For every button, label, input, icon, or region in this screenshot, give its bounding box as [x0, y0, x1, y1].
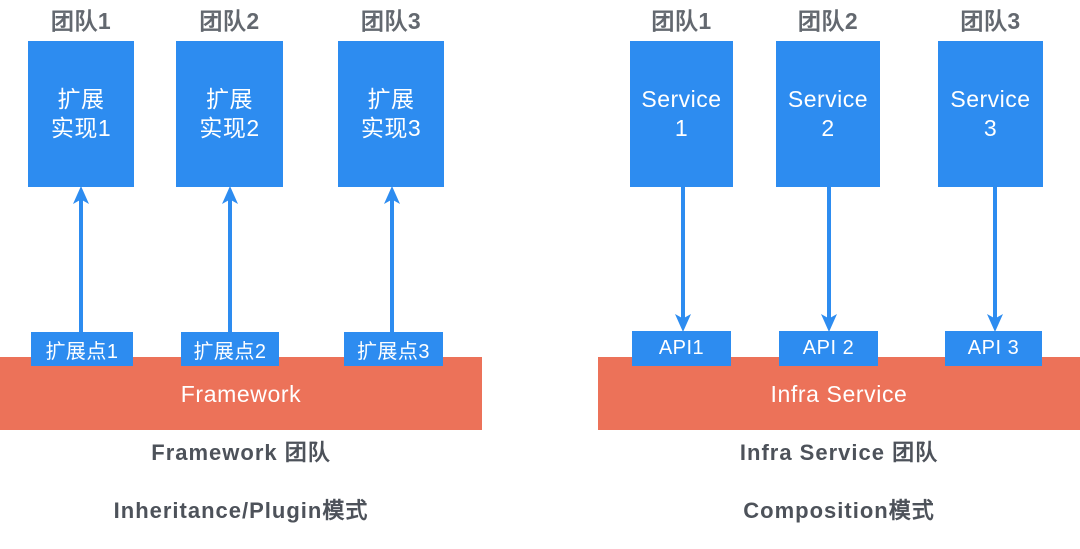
- api-tag-3[interactable]: API 3: [945, 331, 1042, 366]
- service-box-2[interactable]: Service 2: [776, 41, 880, 187]
- service-box-1[interactable]: Service 1: [630, 41, 733, 187]
- framework-bar-label: Framework: [180, 381, 302, 407]
- extension-impl-box-1-line1: 扩展: [57, 85, 105, 112]
- inheritance-plugin-mode-caption: Inheritance/Plugin模式: [113, 498, 369, 523]
- extension-point-tag-2[interactable]: 扩展点2: [181, 332, 279, 366]
- service-box-1-line2: 1: [674, 115, 689, 141]
- service-box-3-line2: 3: [983, 115, 998, 141]
- left-team-label-2: 团队2: [199, 8, 260, 34]
- right-team-label-1: 团队1: [651, 8, 712, 34]
- right-team-label-2: 团队2: [797, 8, 859, 34]
- framework-bar: Framework: [0, 357, 482, 430]
- api-tag-2[interactable]: API 2: [779, 331, 878, 366]
- arrow-down-2: [821, 187, 837, 332]
- service-box-3[interactable]: Service 3: [938, 41, 1043, 187]
- extension-impl-box-2[interactable]: 扩展 实现2: [176, 41, 283, 187]
- extension-point-tag-3[interactable]: 扩展点3: [344, 332, 443, 366]
- right-team-label-3: 团队3: [960, 8, 1021, 34]
- arrow-up-3: [384, 186, 400, 332]
- infra-service-bar: Infra Service: [598, 357, 1080, 430]
- left-team-label-3: 团队3: [360, 8, 422, 34]
- extension-point-tag-1[interactable]: 扩展点1: [31, 332, 133, 366]
- arrow-down-1: [675, 187, 691, 332]
- arrow-down-3: [987, 187, 1003, 332]
- service-box-2-line1: Service: [787, 85, 869, 112]
- extension-impl-box-3[interactable]: 扩展 实现3: [338, 41, 444, 187]
- extension-impl-box-1[interactable]: 扩展 实现1: [28, 41, 134, 187]
- extension-impl-box-2-line2: 实现2: [199, 115, 260, 141]
- service-box-2-line2: 2: [821, 115, 835, 141]
- extension-impl-box-1-line2: 实现1: [50, 115, 112, 141]
- extension-impl-box-2-line1: 扩展: [205, 85, 253, 112]
- composition-mode-caption: Composition模式: [743, 498, 935, 523]
- extension-impl-box-3-line1: 扩展: [367, 85, 415, 112]
- infra-service-team-caption: Infra Service 团队: [739, 440, 939, 465]
- extension-impl-box-3-line2: 实现3: [360, 115, 422, 141]
- left-team-label-1: 团队1: [50, 8, 112, 34]
- service-box-3-line1: Service: [950, 85, 1031, 112]
- infra-service-bar-label: Infra Service: [770, 381, 908, 407]
- arrow-up-2: [222, 186, 238, 332]
- arrow-up-1: [73, 186, 89, 332]
- framework-team-caption: Framework 团队: [151, 440, 331, 465]
- service-box-1-line1: Service: [641, 85, 722, 112]
- api-tag-1[interactable]: API1: [632, 331, 731, 366]
